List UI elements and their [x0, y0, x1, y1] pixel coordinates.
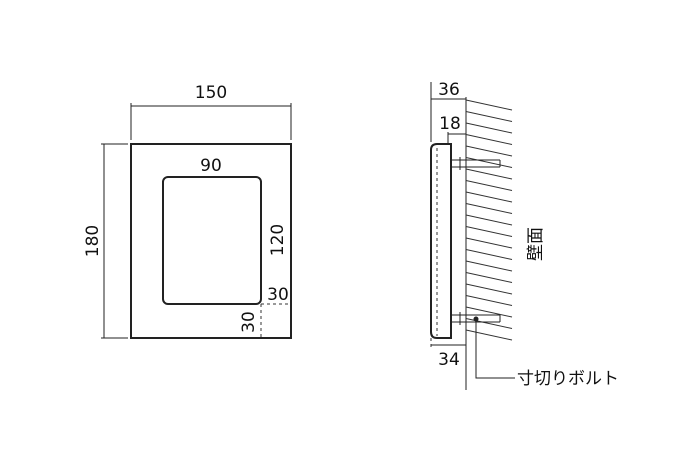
window-outline [162, 176, 262, 305]
side-view: 36 18 34 [430, 80, 619, 390]
margin-bottom-label: 30 [239, 311, 259, 333]
width-label: 150 [195, 83, 227, 103]
front-view: 150 180 90 120 30 30 [83, 83, 292, 339]
plate-side-profile [430, 143, 452, 339]
hatch-line [465, 249, 513, 260]
hatch-line [465, 134, 513, 145]
depth-dimension: 36 [430, 80, 466, 142]
hatch-line [465, 157, 513, 168]
hatch-line [465, 191, 513, 203]
hatch-line [465, 260, 513, 272]
hatch-line [465, 111, 513, 122]
hatch-line [465, 168, 513, 180]
hatch-line [465, 99, 513, 111]
hatch-line [465, 226, 513, 237]
plate-outline [130, 143, 292, 339]
window-width-label: 90 [200, 156, 222, 176]
height-label: 180 [83, 225, 103, 257]
hatch-line [465, 214, 513, 226]
bolt-leader-line [475, 319, 515, 379]
hatch-line [465, 329, 513, 341]
wall-label: 壁面 [526, 227, 546, 261]
hatch-line [465, 295, 513, 306]
wall-hatching [465, 99, 513, 341]
top-bolt [451, 157, 501, 170]
width-dimension: 150 [130, 83, 292, 140]
margin-right-label: 30 [267, 285, 289, 305]
standoff-label: 18 [439, 114, 461, 134]
hatch-line [465, 237, 513, 249]
window-height-label: 120 [268, 224, 288, 256]
hatch-line [465, 306, 513, 318]
hatch-line [465, 122, 513, 134]
depth-label: 36 [438, 80, 460, 100]
hatch-line [465, 203, 513, 214]
bolt-offset-label: 34 [438, 350, 460, 370]
standoff-dimension: 18 [439, 114, 466, 144]
hatch-line [465, 272, 513, 283]
bolt-label: 寸切りボルト [517, 369, 619, 389]
hatch-line [465, 283, 513, 295]
hatch-line [465, 180, 513, 191]
bolt-offset-dimension: 34 [430, 338, 466, 370]
hatch-line [465, 145, 513, 157]
hatch-line [465, 318, 513, 329]
height-dimension: 180 [83, 143, 128, 339]
